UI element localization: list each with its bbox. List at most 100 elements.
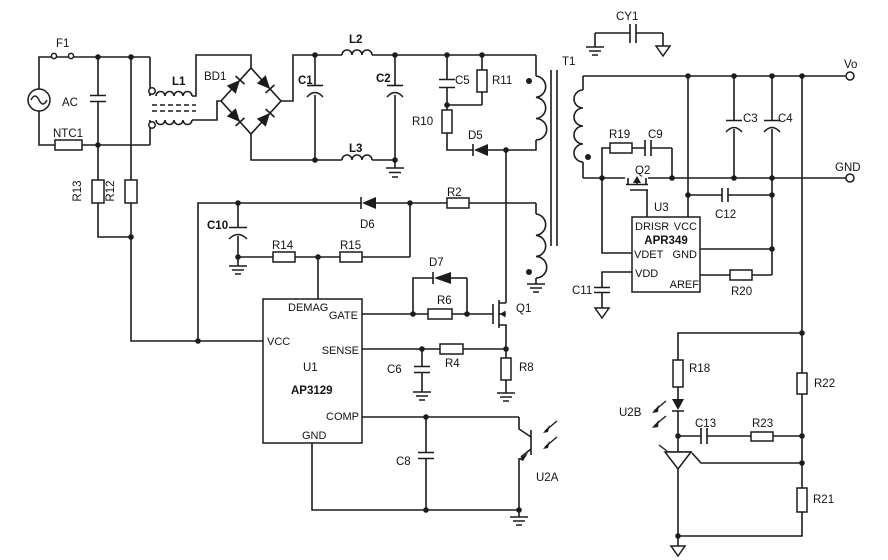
label-bd1: BD1 xyxy=(204,71,226,83)
resistor-r2 xyxy=(446,197,470,209)
label-l1: L1 xyxy=(172,76,186,88)
label-l2: L2 xyxy=(349,34,362,46)
label-ntc1: NTC1 xyxy=(53,128,83,140)
label-cy1: CY1 xyxy=(616,11,638,23)
u1-pin-sense: SENSE xyxy=(322,345,359,357)
mosfet-q1 xyxy=(492,300,507,349)
label-u3: U3 xyxy=(654,202,669,214)
u3-pin-gnd: GND xyxy=(673,249,698,261)
capacitor-c6 xyxy=(413,349,431,401)
label-r8: R8 xyxy=(519,362,534,374)
output-rails xyxy=(583,71,855,183)
label-r23: R23 xyxy=(752,418,773,430)
label-vout: Vo xyxy=(844,59,857,71)
resistor-r23 xyxy=(750,431,774,442)
label-c6: C6 xyxy=(387,364,402,376)
resistor-r15 xyxy=(339,251,363,263)
label-d5: D5 xyxy=(468,130,483,142)
optocoupler-u2a xyxy=(518,417,558,510)
label-u2b: U2B xyxy=(619,407,642,419)
label-r13: R13 xyxy=(72,180,84,201)
resistor-r21 xyxy=(796,487,808,513)
resistor-r12 xyxy=(124,57,263,342)
label-f1: F1 xyxy=(56,38,69,50)
label-r22: R22 xyxy=(814,378,835,390)
label-r12: R12 xyxy=(105,180,117,201)
shunt-regulator xyxy=(658,436,802,536)
resistor-r20 xyxy=(729,269,753,281)
y-capacitor-cy1 xyxy=(586,24,672,58)
feedback-network xyxy=(652,332,808,558)
inductor-l3 xyxy=(341,154,395,161)
resistor-r13 xyxy=(91,145,131,238)
label-r2: R2 xyxy=(447,187,462,199)
label-r20: R20 xyxy=(731,286,752,298)
capacitor-c1 xyxy=(306,55,324,160)
label-c10: C10 xyxy=(207,220,228,232)
u1-part-number: AP3129 xyxy=(291,385,333,397)
capacitor-c2 xyxy=(386,55,404,160)
label-q2: Q2 xyxy=(635,165,650,177)
label-r19: R19 xyxy=(609,129,630,141)
u3-pin-aref: AREF xyxy=(670,279,700,291)
resistor-r4 xyxy=(439,343,464,355)
label-r11: R11 xyxy=(492,75,512,87)
bridge-rectifier-bd1 xyxy=(219,54,342,161)
label-r21: R21 xyxy=(813,494,834,506)
component-labels: F1 AC NTC1 L1 BD1 R13 R12 C1 L2 C2 L3 C5… xyxy=(53,11,861,506)
u3-pin-vcc: VCC xyxy=(674,221,697,233)
resistor-r8 xyxy=(497,349,515,402)
label-t1: T1 xyxy=(562,56,575,68)
label-l3: L3 xyxy=(349,143,362,155)
label-c4: C4 xyxy=(778,113,793,125)
comp-network xyxy=(311,416,558,526)
gate-drive-network xyxy=(362,272,493,320)
diode-d7 xyxy=(432,272,467,284)
resistor-r18 xyxy=(672,359,684,388)
u1-ref: U1 xyxy=(303,362,318,374)
resistor-r6 xyxy=(427,308,453,320)
vout-terminal xyxy=(845,71,855,81)
ground-primary-bus xyxy=(386,160,404,178)
u3-pin-drisr: DRISR xyxy=(635,221,669,233)
label-q1: Q1 xyxy=(516,303,531,315)
choke-l1 xyxy=(148,54,252,145)
label-r15: R15 xyxy=(340,240,361,252)
resistor-r14 xyxy=(272,251,296,263)
u1-pin-vcc: VCC xyxy=(267,336,290,348)
label-r14: R14 xyxy=(272,240,294,252)
ac-source xyxy=(27,56,150,146)
ic-u3-apr349: DRISR VCC APR349 VDET GND VDD AREF xyxy=(593,76,773,320)
sense-network xyxy=(362,343,515,402)
label-c9: C9 xyxy=(648,129,663,141)
ic-u1-ap3129: DEMAG GATE VCC SENSE U1 AP3129 COMP GND xyxy=(262,298,363,444)
label-c3: C3 xyxy=(743,113,758,125)
u1-pin-gnd: GND xyxy=(302,430,327,442)
u3-pin-vdd: VDD xyxy=(635,268,658,280)
label-u2a: U2A xyxy=(536,472,559,484)
u3-part-number: APR349 xyxy=(644,235,687,247)
label-r6: R6 xyxy=(437,295,452,307)
label-c1: C1 xyxy=(298,75,313,87)
label-gnd-out: GND xyxy=(835,162,861,174)
label-c8: C8 xyxy=(396,456,411,468)
resistor-r19 xyxy=(609,142,633,154)
label-d6: D6 xyxy=(360,219,375,231)
label-c13: C13 xyxy=(695,418,716,430)
u1-pin-comp: COMP xyxy=(326,411,359,423)
diode-d5 xyxy=(472,144,506,156)
capacitor-c3 xyxy=(725,76,743,178)
optocoupler-u2b-led xyxy=(652,387,684,436)
label-c5: C5 xyxy=(455,75,470,87)
label-c2: C2 xyxy=(376,73,391,85)
diode-d6 xyxy=(360,197,447,209)
u1-pin-gate: GATE xyxy=(329,310,358,322)
capacitor-c10 xyxy=(228,203,248,275)
u1-pin-demag: DEMAG xyxy=(288,302,328,314)
label-c11: C11 xyxy=(572,285,592,297)
capacitor-c8 xyxy=(418,417,434,510)
bridge-diode xyxy=(256,108,276,127)
resistor-r22 xyxy=(796,372,808,395)
